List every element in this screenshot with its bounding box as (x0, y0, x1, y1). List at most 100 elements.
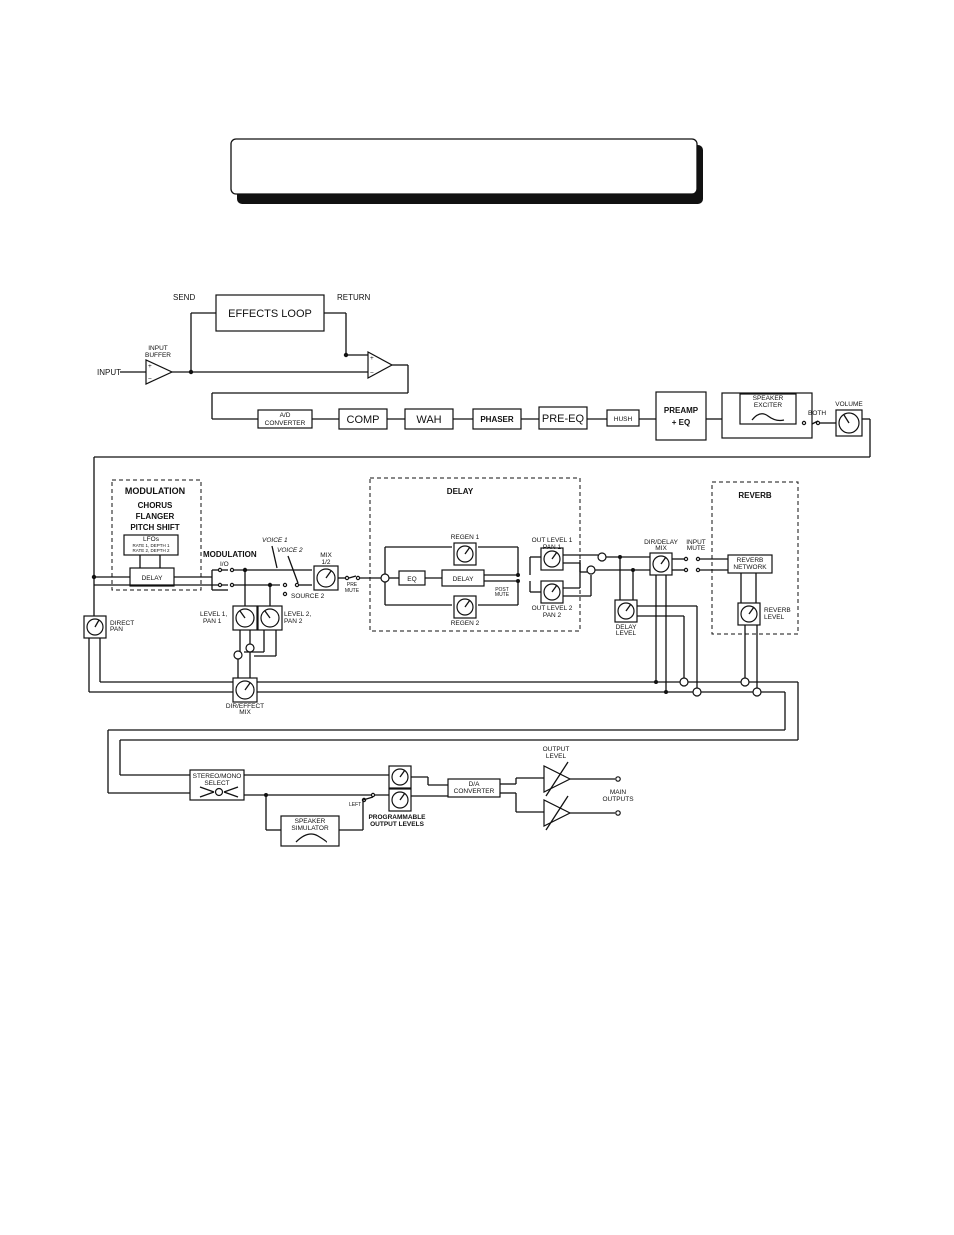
modulation-effects-1-label: FLANGER (136, 512, 175, 521)
chain-both-label: BOTH (808, 410, 826, 417)
return-label: RETURN (337, 293, 371, 302)
modulation-voice2-label: VOICE 2 (277, 547, 303, 554)
output-output-level-1-label: LEVEL (546, 753, 567, 760)
modulation-level1-0-label: LEVEL 1, (200, 611, 227, 618)
speaker-simulator-box (280, 815, 340, 847)
modulation-title-label: MODULATION (125, 486, 185, 496)
dir-delay-mix-section: DIR/DELAY MIX DELAY LEVEL INPUT MUTE (614, 539, 728, 697)
input-buffer-label-2: BUFFER (145, 352, 171, 359)
chain-wah-label: WAH (416, 414, 441, 426)
modulation-delay-label: DELAY (142, 575, 163, 582)
modulation-section: MODULATION CHORUS FLANGER PITCH SHIFT LF… (83, 479, 798, 716)
chain-speaker-exciter-1-label: EXCITER (754, 402, 782, 409)
output-da-converter-1-label: CONVERTER (454, 788, 495, 795)
modulation-dir-effect-mix-1-label: MIX (239, 709, 251, 716)
modulation-mix-1-label: 1/2 (321, 559, 330, 566)
modulation-lfos-0-label: LFOs (143, 536, 160, 543)
output-left-label: LEFT (349, 802, 361, 808)
delay-out1-1-label: PAN 1 (543, 544, 562, 551)
output-main-outputs-0-label: MAIN (610, 789, 627, 796)
effects-chain: A/D CONVERTER COMP WAH PHASER PRE-EQ HUS… (93, 391, 871, 616)
da-converter-box (447, 778, 501, 798)
chain-volume-label: VOLUME (835, 401, 863, 408)
modulation-source2-label: SOURCE 2 (291, 593, 325, 600)
title-banner (230, 138, 703, 204)
output-section: STEREO/MONO SELECT SPEAKER SIMULATOR LEF… (189, 746, 634, 847)
delay-dir-delay-mix-1-label: MIX (655, 545, 667, 552)
input-label: INPUT (97, 368, 121, 377)
chain-phaser-label: PHASER (480, 415, 514, 424)
modulation-level2-0-label: LEVEL 2, (284, 611, 311, 618)
chain-ad-converter-1-label: CONVERTER (265, 420, 306, 427)
delay-delay-level-1-label: LEVEL (616, 630, 637, 637)
effects-loop-section: EFFECTS LOOP SEND RETURN INPUT INPUT BUF… (97, 293, 409, 420)
speaker-exciter-box (739, 393, 797, 425)
input-buffer-label-1: INPUT (148, 345, 168, 352)
modulation-effects-2-label: PITCH SHIFT (130, 523, 179, 532)
delay-out2-0-label: OUT LEVEL 2 (532, 605, 573, 612)
delay-out1-0-label: OUT LEVEL 1 (532, 537, 573, 544)
modulation-mod-io-1-label: I/O (220, 561, 229, 568)
modulation-level2-1-label: PAN 2 (284, 618, 303, 625)
modulation-pre-mute-0-label: PRE (347, 582, 358, 588)
delay-post-mute-0-label: POST (495, 587, 509, 593)
reverb-network-1-label: NETWORK (733, 564, 767, 571)
output-stereo-mono-0-label: STEREO/MONO (193, 773, 242, 780)
modulation-dir-effect-mix-0-label: DIR/EFFECT (226, 703, 264, 710)
label-label: + (148, 363, 152, 370)
delay-section: DELAY EQ DELAY POST MUTE REGEN 1 REGEN 2 (369, 477, 650, 632)
hush-box (606, 409, 640, 427)
output-stereo-mono-1-label: SELECT (204, 780, 229, 787)
output-speaker-simulator-1-label: SIMULATOR (291, 825, 329, 832)
pre-eq-box (538, 406, 588, 430)
modulation-voice1-label: VOICE 1 (262, 537, 288, 544)
chain-comp-label: COMP (347, 414, 380, 426)
delay-post-mute-1-label: MUTE (495, 592, 510, 598)
output-programmable-0-label: PROGRAMMABLE (368, 814, 426, 821)
lfos-box (123, 534, 179, 556)
chain-speaker-exciter-0-label: SPEAKER (753, 395, 784, 402)
reverb-level-1-label: LEVEL (764, 614, 785, 621)
chain-preamp-eq-0-label: PREAMP (664, 406, 699, 415)
preamp-eq-box (655, 391, 707, 441)
delay-delay-label: DELAY (453, 576, 474, 583)
label-label: + (370, 355, 374, 362)
output-da-converter-0-label: D/A (469, 781, 481, 788)
return-amp (367, 350, 394, 380)
modulation-pre-mute-1-label: MUTE (345, 588, 360, 594)
delay-dir-delay-mix-0-label: DIR/DELAY (644, 539, 678, 546)
label-label: − (148, 376, 152, 383)
delay-regen1-label: REGEN 1 (451, 534, 480, 541)
modulation-direct-pan-0-label: DIRECT (110, 620, 134, 627)
effects-loop-label: EFFECTS LOOP (228, 308, 312, 320)
output-speaker-simulator-0-label: SPEAKER (295, 818, 326, 825)
delay-eq-label: EQ (407, 576, 416, 583)
label-label: − (370, 370, 374, 377)
output-output-level-0-label: OUTPUT (543, 746, 570, 753)
output-main-outputs-1-label: OUTPUTS (602, 796, 634, 803)
chain-preamp-eq-1-label: + EQ (672, 418, 690, 427)
modulation-lfos-2-label: RATE 2, DEPTH 2 (133, 548, 170, 553)
reverb-level-0-label: REVERB (764, 607, 791, 614)
chain-pre-eq-label: PRE-EQ (542, 413, 585, 425)
reverb-title-label: REVERB (738, 491, 772, 500)
reverb-section: REVERB REVERB NETWORK REVERB LEVEL (107, 481, 799, 794)
modulation-direct-pan-1-label: PAN (110, 626, 123, 633)
modulation-effects-0-label: CHORUS (138, 501, 173, 510)
modulation-mix-0-label: MIX (320, 552, 332, 559)
reverb-network-box (727, 554, 773, 574)
output-programmable-1-label: OUTPUT LEVELS (370, 821, 424, 828)
send-label: SEND (173, 293, 195, 302)
reverb-input-mute-0-label: INPUT (686, 539, 706, 546)
reverb-input-mute-1-label: MUTE (687, 545, 706, 552)
reverb-network-0-label: REVERB (737, 557, 764, 564)
chain-hush-label: HUSH (614, 416, 633, 423)
delay-box (441, 569, 485, 587)
delay-title-label: DELAY (447, 487, 474, 496)
modulation-level1-1-label: PAN 1 (203, 618, 222, 625)
delay-delay-level-0-label: DELAY (616, 624, 637, 631)
delay-regen2-label: REGEN 2 (451, 620, 480, 627)
chain-ad-converter-0-label: A/D (280, 412, 291, 419)
delay-out2-1-label: PAN 2 (543, 612, 562, 619)
